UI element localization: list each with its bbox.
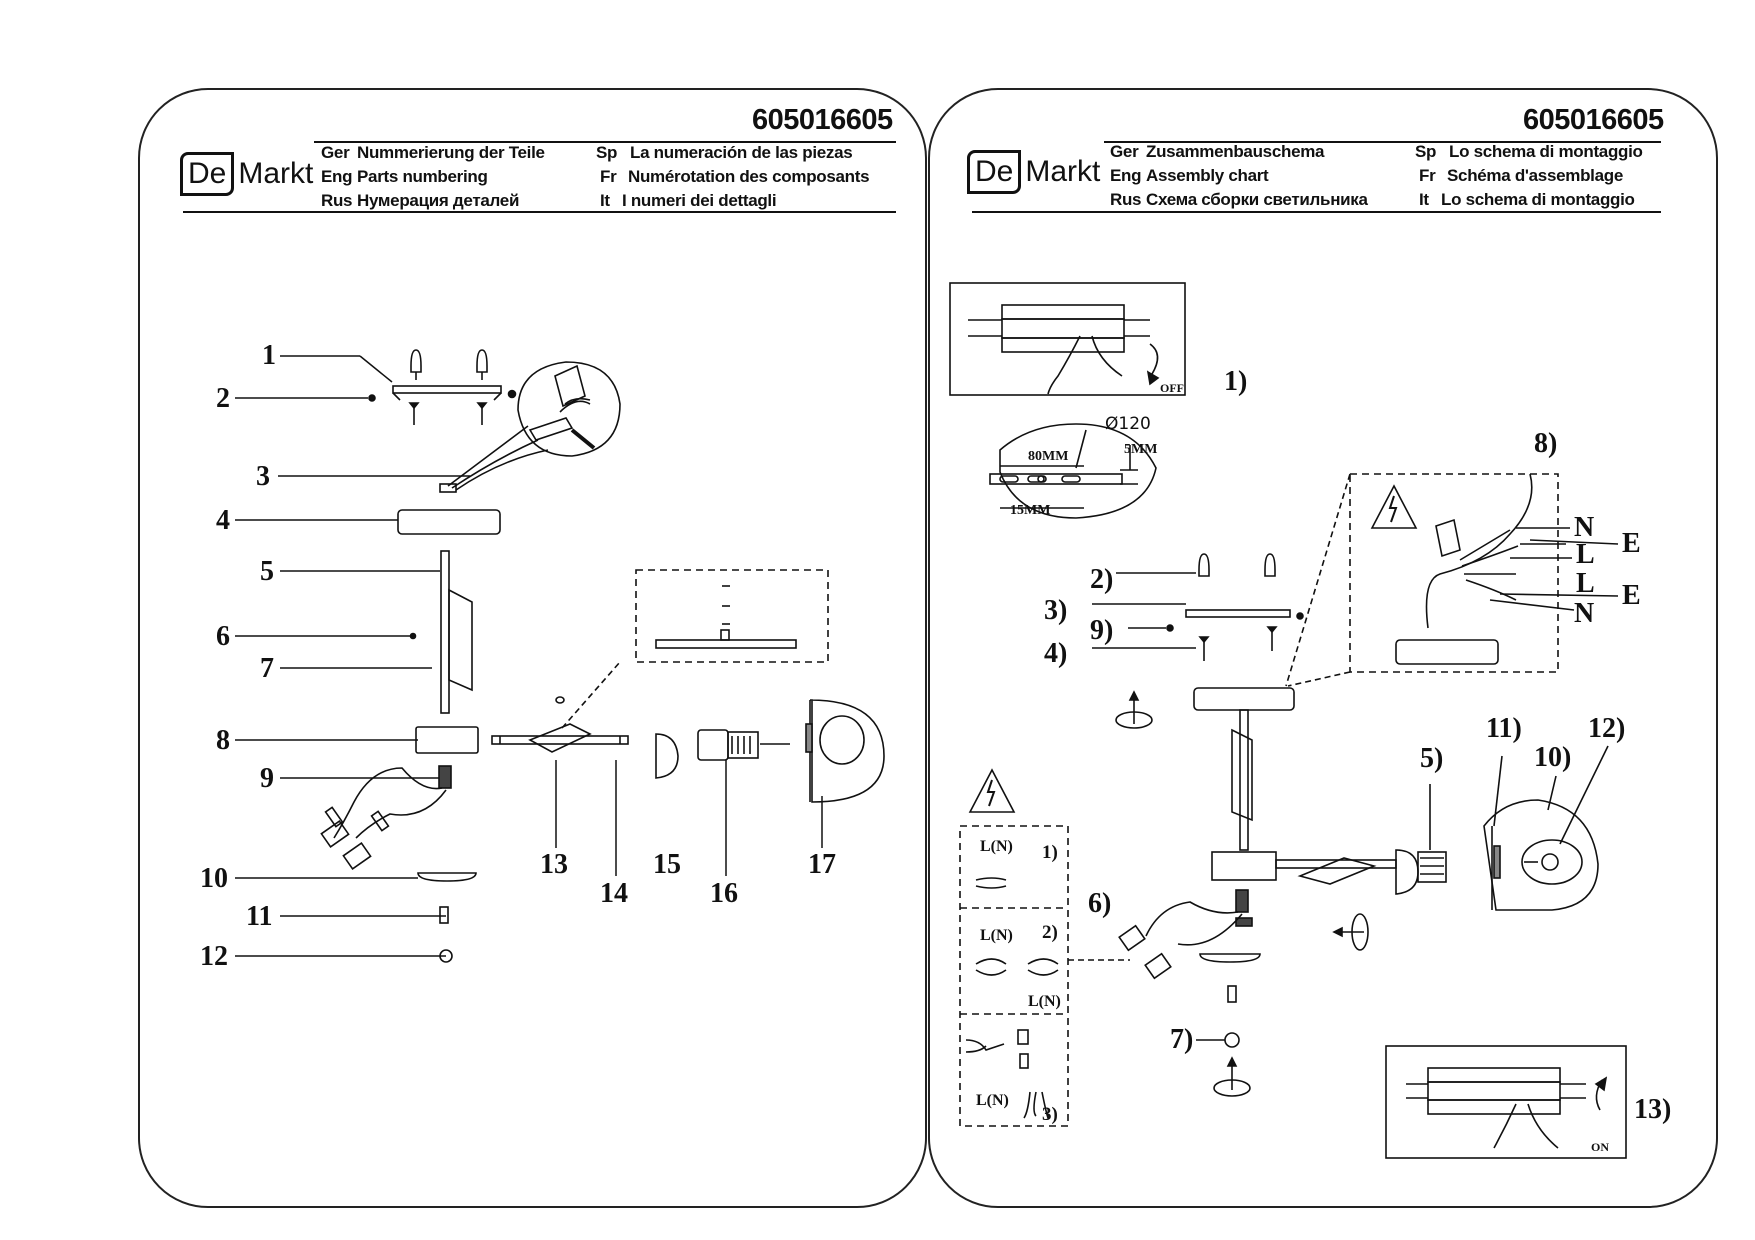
- step-label-8: 8): [1534, 428, 1558, 459]
- main-lamp-assembly: [1193, 687, 1609, 911]
- wire-label-e-bottom: E: [1622, 580, 1641, 611]
- wiring-step2-label2: L(N): [1028, 993, 1061, 1010]
- logo-text: Markt: [1025, 155, 1101, 188]
- part-label-9: 9: [260, 763, 274, 794]
- step-label-4: 4): [1044, 638, 1068, 669]
- right-socket-parts: [1068, 889, 1261, 1048]
- right-header-top-rule: [1104, 141, 1661, 143]
- left-leader-lines: [235, 355, 823, 957]
- part-label-10: 10: [200, 863, 228, 894]
- step-label-11: 11): [1486, 713, 1522, 744]
- rotation-arrows: [1115, 690, 1369, 1097]
- step-label-1: 1): [1224, 366, 1248, 397]
- wire-label-l-top: L: [1576, 539, 1595, 570]
- logo-box: De: [967, 150, 1022, 194]
- left-arm-parts: [491, 569, 885, 803]
- switch-off-label: OFF: [1160, 381, 1184, 395]
- switch-off-box: [949, 282, 1186, 396]
- right-header-bottom-rule: [972, 211, 1661, 213]
- part-label-15: 15: [653, 849, 681, 880]
- wire-label-e-top: E: [1622, 528, 1641, 559]
- left-socket-wires: [320, 765, 452, 870]
- part-label-14: 14: [600, 878, 628, 909]
- left-logo: De Markt: [180, 152, 313, 196]
- mounting-dimension-drawing: [989, 423, 1157, 519]
- part-label-13: 13: [540, 849, 568, 880]
- left-disc-parts: [417, 872, 477, 963]
- right-doc-number: 605016605: [1523, 104, 1664, 136]
- switch-on-label: ON: [1591, 1140, 1609, 1154]
- wire-label-l-bottom: L: [1576, 568, 1595, 599]
- part-label-17: 17: [808, 849, 836, 880]
- step-label-9: 9): [1090, 615, 1114, 646]
- part-label-5: 5: [260, 556, 274, 587]
- wiring-step1-label: L(N): [980, 838, 1013, 855]
- dimension-80mm: 80MM: [1028, 449, 1069, 464]
- part-label-16: 16: [710, 878, 738, 909]
- left-doc-number: 605016605: [752, 104, 893, 136]
- wiring-warning-and-steps: [959, 768, 1069, 1127]
- switch-on-box: [1385, 1045, 1627, 1159]
- step-label-6: 6): [1088, 888, 1112, 919]
- part-label-7: 7: [260, 653, 274, 684]
- dimension-diameter: Ø120: [1105, 414, 1151, 434]
- right-logo: De Markt: [967, 150, 1100, 194]
- dimension-15mm: 15MM: [1010, 503, 1051, 518]
- part-label-6: 6: [216, 621, 230, 652]
- part-label-8: 8: [216, 725, 230, 756]
- step-label-2: 2): [1090, 564, 1114, 595]
- left-terminal-detail: [439, 361, 621, 493]
- part-label-4: 4: [216, 505, 230, 536]
- step-label-3: 3): [1044, 595, 1068, 626]
- wiring-step2-num: 2): [1042, 922, 1058, 943]
- left-canopy-parts: [397, 509, 501, 754]
- step-label-12: 12): [1588, 713, 1626, 744]
- wiring-step1-num: 1): [1042, 842, 1058, 863]
- dimension-5mm: 5MM: [1124, 442, 1158, 457]
- part-label-12: 12: [200, 941, 228, 972]
- detail-8-box: [1285, 473, 1619, 687]
- step-label-13: 13): [1634, 1094, 1672, 1125]
- wiring-step2-label: L(N): [980, 927, 1013, 944]
- step-label-10: 10): [1534, 742, 1572, 773]
- logo-box: De: [180, 152, 235, 196]
- wire-label-n-bottom: N: [1574, 598, 1595, 629]
- assembly-chart-panel: [928, 88, 1718, 1208]
- left-header-bottom-rule: [183, 211, 896, 213]
- wiring-step3-label: L(N): [976, 1092, 1009, 1109]
- step-label-7: 7): [1170, 1024, 1194, 1055]
- part-label-2: 2: [216, 383, 230, 414]
- part-label-11: 11: [246, 901, 273, 932]
- part-label-1: 1: [262, 340, 276, 371]
- left-header-top-rule: [314, 141, 896, 143]
- part-label-3: 3: [256, 461, 270, 492]
- wire-label-n-top: N: [1574, 512, 1595, 543]
- logo-text: Markt: [238, 157, 314, 190]
- step-label-5: 5): [1420, 743, 1444, 774]
- right-bracket-assembly: [1092, 553, 1304, 661]
- left-bracket-part: [368, 349, 517, 425]
